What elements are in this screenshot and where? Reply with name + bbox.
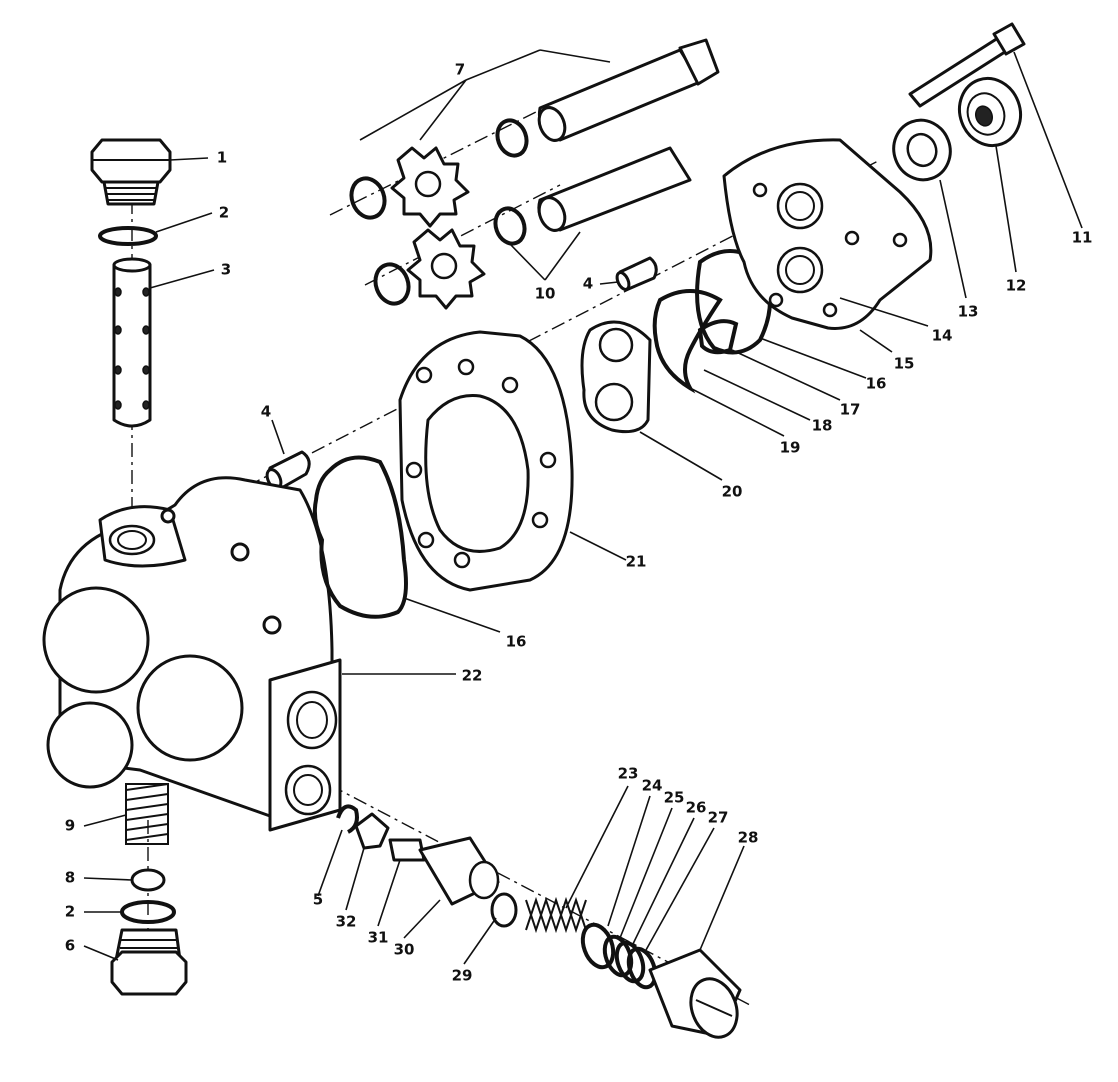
callout-2: 2 [219, 204, 229, 222]
part-24-o-ring [580, 922, 616, 970]
callout-13: 13 [958, 303, 979, 321]
part-4-dowel-pin-right [615, 256, 658, 292]
part-8-disc [130, 868, 166, 892]
callout-17: 17 [840, 401, 861, 419]
callout-12: 12 [1006, 277, 1027, 295]
callout-24: 24 [642, 777, 663, 795]
callout-30: 30 [394, 941, 415, 959]
callout-20: 20 [722, 483, 743, 501]
callout-19: 19 [780, 439, 801, 457]
callout-29: 29 [452, 967, 473, 985]
callout-9: 9 [65, 817, 75, 835]
part-23-spring [525, 896, 587, 934]
callout-6: 6 [65, 937, 75, 955]
part-19-spring-ring [652, 289, 723, 394]
part-1-hex-plug [90, 138, 172, 206]
callout-31: 31 [368, 929, 389, 947]
part-28-adjusting-cap [648, 948, 742, 1039]
part-10-driven-shaft [537, 146, 692, 232]
callout-28: 28 [738, 829, 759, 847]
part-32-poppet [354, 812, 390, 850]
part-22-pump-housing [42, 476, 342, 832]
part-21-gear-housing [398, 330, 574, 592]
part-9-spring [125, 783, 169, 845]
callout-2: 2 [65, 903, 75, 921]
callout-14: 14 [932, 327, 953, 345]
callout-32: 32 [336, 913, 357, 931]
callout-27: 27 [708, 809, 729, 827]
part-4-dowel-pin-left [265, 450, 311, 492]
part-10-retaining-ring-b [493, 206, 527, 246]
callout-3: 3 [221, 261, 231, 279]
part-3-perforated-tube [112, 257, 152, 428]
callout-7: 7 [455, 61, 465, 79]
part-10-retaining-ring-a [373, 262, 411, 306]
callout-8: 8 [65, 869, 75, 887]
part-29-plunger [490, 892, 518, 928]
callout-11: 11 [1072, 229, 1093, 247]
part-2-o-ring-upper [98, 226, 158, 246]
part-20-wear-plate [580, 320, 652, 434]
callout-18: 18 [812, 417, 833, 435]
callout-23: 23 [618, 765, 639, 783]
part-27-o-ring [626, 946, 658, 990]
part-12-bearing [958, 76, 1022, 148]
part-5-snap-ring [336, 804, 359, 834]
callout-25: 25 [664, 789, 685, 807]
part-7-retaining-ring-b [495, 118, 529, 158]
leader-lines [83, 49, 1083, 965]
callout-16: 16 [866, 375, 887, 393]
callout-10: 10 [535, 285, 556, 303]
callout-5: 5 [313, 891, 323, 909]
callout-26: 26 [686, 799, 707, 817]
callout-4: 4 [583, 275, 593, 293]
part-30-valve-sleeve [418, 836, 500, 906]
part-16-gasket-left [312, 455, 408, 619]
callout-4: 4 [261, 403, 271, 421]
callout-22: 22 [462, 667, 483, 685]
part-13-washer [892, 118, 952, 182]
part-18-seal [697, 319, 739, 355]
callout-labels: 1 2 3 4 4 5 6 7 8 2 9 10 11 12 13 14 15 … [65, 61, 1093, 985]
callout-16: 16 [506, 633, 527, 651]
part-6-drain-plug [110, 928, 188, 996]
callout-15: 15 [894, 355, 915, 373]
part-7-drive-shaft [537, 38, 720, 142]
part-10-driven-gear [406, 228, 486, 310]
part-31-pin [388, 838, 426, 862]
part-7-retaining-ring-a [349, 176, 387, 220]
callout-21: 21 [626, 553, 647, 571]
part-7-drive-gear [390, 146, 470, 228]
part-15-end-cover [722, 138, 933, 330]
callout-1: 1 [217, 149, 227, 167]
part-11-bolt [908, 22, 1026, 108]
